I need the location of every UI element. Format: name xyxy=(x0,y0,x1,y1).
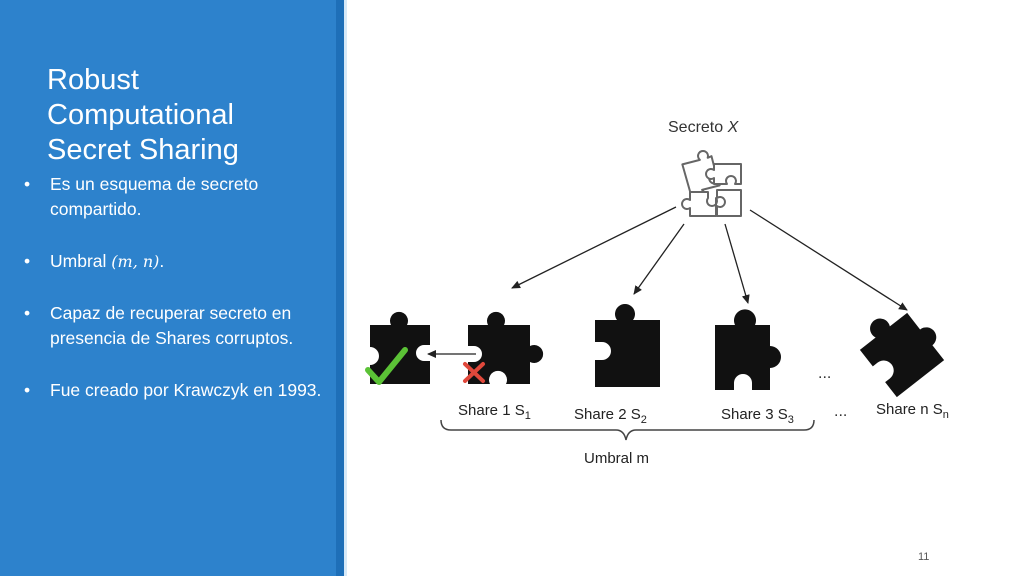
share-3-puzzle-piece-icon xyxy=(715,309,781,390)
share-3-label: Share 3 S3 xyxy=(721,406,794,426)
threshold-label: Umbral m xyxy=(584,450,649,467)
share-2-label-sub: 2 xyxy=(641,414,647,426)
threshold-brace xyxy=(440,419,815,441)
share-n-label: Share n Sn xyxy=(876,401,949,421)
secret-sharing-diagram: Secreto X ... Share 1 S1 Share 2 S2 S xyxy=(365,119,949,467)
title-line: Computational xyxy=(47,99,234,132)
bullet-item: Es un esquema de secreto compartido. xyxy=(22,172,322,222)
slide-title: Robust Computational Secret Sharing xyxy=(47,63,327,168)
secret-label: Secreto X xyxy=(668,119,740,136)
panel-divider-light xyxy=(344,0,347,576)
share-n-label-text: Share n S xyxy=(876,401,943,418)
share-2-label: Share 2 S2 xyxy=(574,406,647,426)
arrow-to-share-1 xyxy=(511,206,677,289)
bullet-item: Capaz de recuperar secreto en presencia … xyxy=(22,301,322,351)
share-2-puzzle-piece-icon xyxy=(595,304,660,387)
puzzle-outline-icon xyxy=(681,149,742,217)
share-1-label-sub: 1 xyxy=(525,410,531,422)
share-1-label-text: Share 1 S xyxy=(458,402,525,419)
arrow-to-share-n xyxy=(749,209,908,311)
share-n-label-sub: n xyxy=(943,409,949,421)
panel-divider xyxy=(336,0,344,576)
arrow-to-share-2 xyxy=(633,223,685,295)
bullet-text: Es un esquema de secreto compartido. xyxy=(50,174,259,219)
ellipsis-upper: ... xyxy=(818,365,831,382)
recovered-puzzle-piece-icon xyxy=(370,311,430,384)
bullet-text: Fue creado por Krawczyk en 1993. xyxy=(50,380,322,400)
ellipsis-lower: ... xyxy=(834,403,847,420)
share-1-label: Share 1 S1 xyxy=(458,402,531,422)
bullet-text: Umbral xyxy=(50,251,107,271)
threshold-math: (m, n) xyxy=(111,252,160,271)
share-n-puzzle-piece-icon xyxy=(859,312,945,398)
page-number: 11 xyxy=(918,551,930,563)
arrow-to-share-3 xyxy=(724,223,750,304)
bullet-item: Umbral (m, n). xyxy=(22,249,322,274)
secret-label-prefix: Secreto xyxy=(668,119,728,136)
share-3-label-text: Share 3 S xyxy=(721,406,788,423)
bullet-suffix: . xyxy=(159,251,165,271)
share-3-label-sub: 3 xyxy=(788,414,794,426)
bullet-item: Fue creado por Krawczyk en 1993. xyxy=(22,378,322,403)
left-panel xyxy=(0,0,336,576)
cross-icon xyxy=(463,362,485,383)
secret-label-var: X xyxy=(727,119,740,136)
share-1-puzzle-piece-icon xyxy=(468,311,544,384)
checkmark-icon xyxy=(365,347,408,385)
title-line: Secret Sharing xyxy=(47,134,239,167)
bullet-text: Capaz de recuperar secreto en presencia … xyxy=(50,303,294,348)
bullet-list: Es un esquema de secreto compartido. Umb… xyxy=(22,172,322,403)
title-line: Robust xyxy=(47,64,139,97)
share-2-label-text: Share 2 S xyxy=(574,406,641,423)
